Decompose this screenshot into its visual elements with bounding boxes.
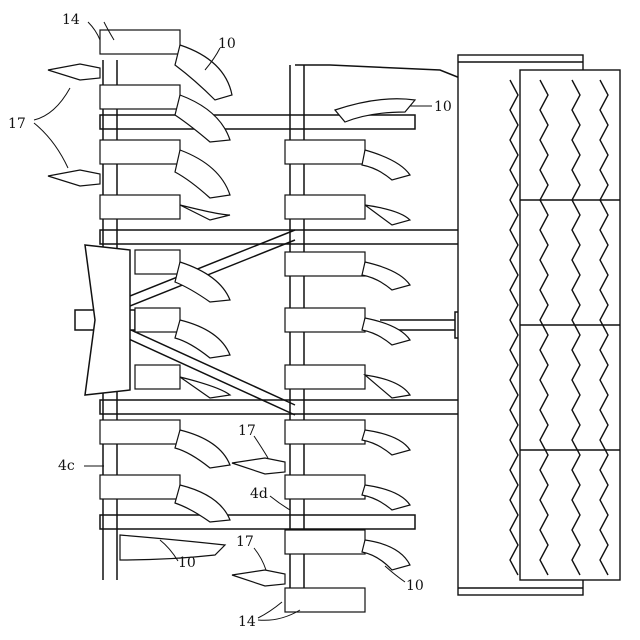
label-tine-mid: 17 — [238, 423, 256, 439]
label-frame-4d: 4d — [250, 486, 268, 502]
label-frame-4c: 4c — [58, 458, 75, 474]
packer-roller — [458, 55, 620, 595]
label-tine-left: 17 — [8, 116, 26, 132]
disc-unit — [100, 195, 230, 220]
label-bearing-bottom: 14 — [238, 614, 256, 630]
disc-unit — [285, 588, 365, 612]
disc-unit — [135, 365, 230, 398]
label-disc-bottom-left: 10 — [178, 555, 196, 571]
disc-unit — [135, 250, 230, 302]
label-disc-bottom-right: 10 — [406, 578, 424, 594]
tine — [48, 170, 100, 186]
label-bearing-top: 14 — [62, 12, 80, 28]
label-disc-top-left: 10 — [218, 36, 236, 52]
disc-unit — [135, 308, 230, 358]
label-disc-top-right: 10 — [434, 99, 452, 115]
tine — [232, 458, 285, 474]
disc-blade — [120, 535, 225, 560]
disc-unit — [100, 140, 230, 198]
disc-unit — [100, 420, 230, 468]
tine — [48, 64, 100, 80]
label-tine-low: 17 — [236, 534, 254, 550]
tine — [232, 570, 285, 586]
